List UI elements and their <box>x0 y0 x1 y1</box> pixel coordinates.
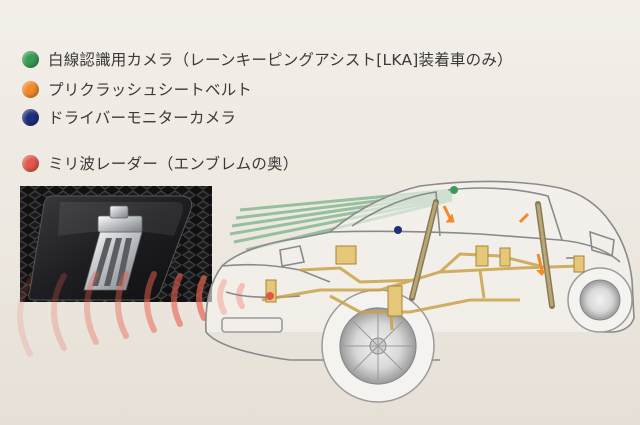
legend-item-lane-camera: 白線認識用カメラ（レーンキーピングアシスト[LKA]装着車のみ） <box>22 48 513 70</box>
front-wheel-icon <box>321 289 435 403</box>
seatbelt-front-icon <box>409 199 455 301</box>
legend-item-radar: ミリ波レーダー（エンブレムの奥） <box>22 152 298 174</box>
radar-marker-icon <box>266 292 274 300</box>
crown-emblem-icon <box>83 205 143 291</box>
ecu-modules <box>265 245 585 317</box>
driver-camera-marker-icon <box>394 226 402 234</box>
orange-dot-icon <box>22 80 39 98</box>
legend-label-lane-camera: 白線認識用カメラ（レーンキーピングアシスト[LKA]装着車のみ） <box>48 51 513 69</box>
legend-label-radar: ミリ波レーダー（エンブレムの奥） <box>48 155 299 173</box>
green-dot-icon <box>22 50 39 68</box>
blue-dot-icon <box>22 108 39 126</box>
seatbelt-rear-icon <box>518 201 555 309</box>
lane-camera-marker-icon <box>450 186 458 194</box>
wiring-harness <box>261 252 581 331</box>
legend-item-driver-camera: ドライバーモニターカメラ <box>22 106 236 128</box>
legend-item-seatbelt: プリクラッシュシートベルト <box>22 78 252 100</box>
legend-label-seatbelt: プリクラッシュシートベルト <box>48 81 253 99</box>
rear-wheel-icon <box>567 267 633 333</box>
red-dot-icon <box>22 154 39 172</box>
legend-label-driver-camera: ドライバーモニターカメラ <box>48 109 237 127</box>
